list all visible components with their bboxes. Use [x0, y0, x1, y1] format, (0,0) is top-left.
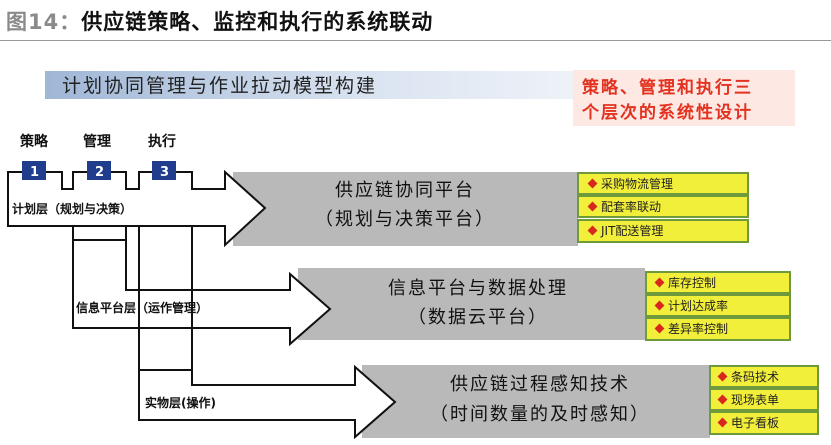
list-item: 配套率联动 — [601, 199, 661, 214]
platform-2-sub: （数据云平台） — [408, 307, 548, 328]
list-item: 计划达成率 — [668, 298, 728, 313]
layer-label-planning: 计划层（规划与决策） — [12, 201, 132, 216]
note-line1: 策略、管理和执行三 — [582, 77, 753, 98]
item-list-3: 条码技术 现场表单 电子看板 — [709, 365, 819, 435]
banner-bg — [45, 71, 573, 99]
column-label-execution: 执行 — [148, 133, 176, 150]
layer-label-physical: 实物层(操作) — [145, 395, 216, 410]
item-list-1: 采购物流管理 配套率联动 JIT配送管理 — [577, 172, 749, 243]
column-label-strategy: 策略 — [19, 133, 49, 150]
platform-box-3 — [362, 365, 710, 438]
list-item: 电子看板 — [731, 416, 779, 430]
column-number-3-text: 3 — [160, 165, 169, 180]
list-item: 库存控制 — [668, 275, 716, 290]
list-item: 现场表单 — [731, 393, 779, 407]
platform-2-title: 信息平台与数据处理 — [388, 278, 568, 299]
figure-title-text: 供应链策略、监控和执行的系统联动 — [81, 10, 434, 34]
column-label-management: 管理 — [83, 133, 111, 150]
item-list-2: 库存控制 计划达成率 差异率控制 — [645, 271, 791, 341]
platform-3-title: 供应链过程感知技术 — [450, 374, 630, 395]
title-divider — [0, 40, 831, 41]
note-line2: 个层次的系统性设计 — [581, 102, 753, 123]
banner-title: 计划协同管理与作业拉动模型构建 — [62, 75, 377, 97]
platform-3-sub: （时间数量的及时感知） — [430, 404, 650, 425]
list-item: JIT配送管理 — [600, 223, 663, 238]
arrow-physical-layer — [138, 364, 397, 440]
figure-title: 图14：供应链策略、监控和执行的系统联动 — [6, 6, 433, 36]
platform-box-2 — [298, 268, 645, 340]
platform-1-sub: （规划与决策平台） — [315, 209, 495, 230]
platform-box-1 — [233, 172, 578, 246]
list-item: 差异率控制 — [668, 321, 728, 336]
column-number-2-text: 2 — [95, 165, 104, 180]
figure-number: 图14： — [6, 10, 82, 34]
column-number-3 — [152, 161, 176, 180]
layer-label-info: 信息平台层（运作管理） — [76, 300, 208, 315]
list-item: 采购物流管理 — [601, 176, 673, 191]
platform-1-title: 供应链协同平台 — [335, 180, 475, 201]
list-item: 条码技术 — [731, 370, 779, 384]
column-number-2 — [87, 161, 111, 180]
arrow-info-layer — [72, 239, 332, 347]
note-box — [573, 70, 795, 126]
column-number-1-text: 1 — [30, 165, 39, 180]
arrow-planning-layer — [7, 169, 267, 248]
column-number-1 — [22, 161, 46, 180]
